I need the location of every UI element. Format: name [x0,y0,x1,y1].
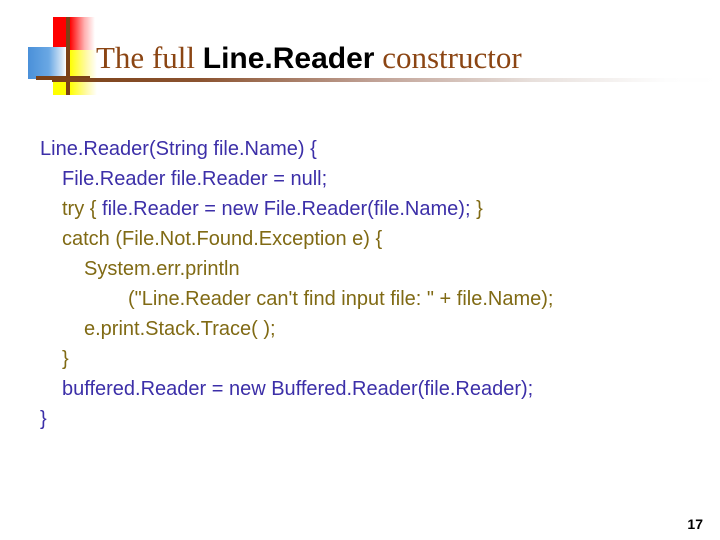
title-prefix: The full [96,40,203,75]
code-span: File.Reader file.Reader = null; [62,168,328,190]
code-span: file.Reader = new File.Reader(file.Name)… [102,198,477,220]
page-number: 17 [687,516,703,532]
page-title: The full Line.Reader constructor [96,36,712,80]
code-block: Line.Reader(String file.Name) { File.Read… [40,134,700,434]
slide-header: The full Line.Reader constructor [0,0,720,100]
code-line: buffered.Reader = new Buffered.Reader(fi… [40,374,700,404]
logo-vertical-line [66,17,70,95]
title-divider-rule [52,78,720,82]
code-span: System.err.println [84,258,240,280]
code-line: File.Reader file.Reader = null; [40,164,700,194]
code-line: } [40,344,700,374]
title-suffix: constructor [374,40,522,75]
code-line: } [40,404,700,434]
code-span: } [40,408,47,430]
code-line: ("Line.Reader can't find input file: " +… [40,284,700,314]
logo-blue-square [28,47,66,79]
code-span: try { [62,198,103,220]
code-span: Line.Reader(String file.Name) { [40,138,317,160]
code-span: } [62,348,69,370]
code-line: try { file.Reader = new File.Reader(file… [40,194,700,224]
code-span: buffered.Reader = new Buffered.Reader(fi… [62,378,534,400]
code-span: } [476,198,483,220]
code-span: e.print.Stack.Trace( ); [84,318,276,340]
code-line: Line.Reader(String file.Name) { [40,134,700,164]
code-span: ("Line.Reader can't find input file: " +… [128,288,554,310]
code-line: System.err.println [40,254,700,284]
code-span: catch (File.Not.Found.Exception e) { [62,228,383,250]
decorative-squares-logo [28,17,97,95]
code-line: e.print.Stack.Trace( ); [40,314,700,344]
code-line: catch (File.Not.Found.Exception e) { [40,224,700,254]
title-emphasis: Line.Reader [202,42,375,75]
